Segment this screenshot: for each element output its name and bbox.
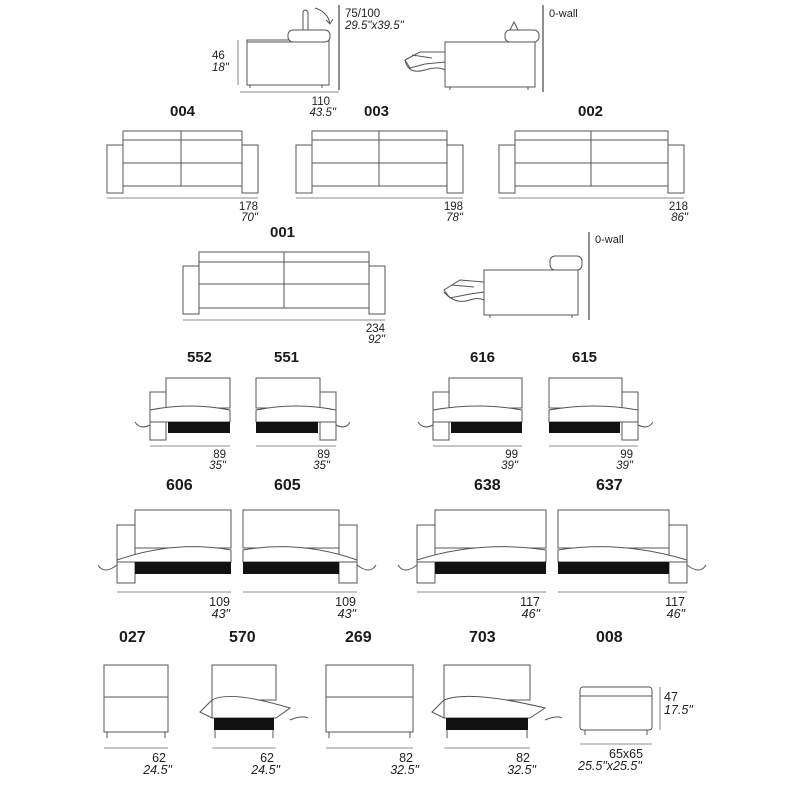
module-606-width-in: 43": [211, 607, 230, 621]
side-depth-in: 43.5": [309, 107, 336, 119]
sofa-004-code: 004: [170, 103, 196, 120]
module-269-width-in: 32.5": [390, 763, 419, 777]
module-552-drawing: [134, 377, 231, 447]
sofa-003-drawing: [295, 130, 464, 199]
sofa-002-width-cm: 218: [668, 201, 688, 213]
sofa-002-width-in: 86": [671, 212, 688, 224]
ottoman-008-drawing: [579, 686, 661, 745]
module-605-width-in: 43": [337, 607, 356, 621]
sofa-003-width-in: 78": [446, 212, 463, 224]
module-637-code: 637: [596, 477, 623, 494]
module-570-drawing: [199, 664, 309, 749]
side-view-reclined-2: [443, 232, 590, 320]
module-552-width-cm: 89: [213, 449, 226, 461]
module-615-drawing: [548, 377, 654, 447]
sofa-002-code: 002: [578, 103, 604, 120]
ottoman-008-code: 008: [596, 629, 623, 646]
module-615-width-cm: 99: [620, 449, 633, 461]
module-551-width-cm: 89: [317, 449, 330, 461]
sofa-001-code: 001: [270, 224, 296, 241]
module-269-code: 269: [345, 629, 372, 646]
module-552-width-in: 35": [209, 460, 226, 472]
ottoman-size-in: 25.5"x25.5": [578, 759, 642, 773]
module-616-code: 616: [470, 349, 496, 366]
ottoman-size-cm: 65x65: [609, 747, 644, 761]
module-638-code: 638: [474, 477, 501, 494]
sofa-003-code: 003: [364, 103, 390, 120]
module-551-width-in: 35": [313, 460, 330, 472]
sofa-001-drawing: [182, 251, 386, 321]
module-703-width-in: 32.5": [507, 763, 536, 777]
module-637-drawing: [557, 509, 707, 593]
module-027-width-in: 24.5": [143, 763, 172, 777]
module-615-code: 615: [572, 349, 598, 366]
module-703-drawing: [431, 664, 563, 749]
sofa-001-width-cm: 234: [365, 323, 385, 335]
module-638-width-cm: 117: [520, 595, 540, 609]
module-615-width-in: 39": [616, 460, 633, 472]
side-recline-in: 29.5"x39.5": [345, 20, 404, 32]
module-703-width-cm: 82: [516, 751, 530, 765]
module-027-width-cm: 62: [152, 751, 166, 765]
module-551-code: 551: [274, 349, 300, 366]
side-view-reclined: [404, 5, 544, 92]
module-637-width-in: 46": [666, 607, 685, 621]
module-606-width-cm: 109: [209, 595, 230, 609]
module-027-drawing: [103, 664, 169, 749]
side-view-upright: [237, 5, 340, 93]
wall-label: 0-wall: [549, 8, 578, 20]
sofa-004-width-cm: 178: [238, 201, 258, 213]
module-570-width-cm: 62: [260, 751, 274, 765]
module-269-width-cm: 82: [399, 751, 413, 765]
module-551-drawing: [255, 377, 351, 447]
module-605-drawing: [242, 509, 377, 593]
module-027-code: 027: [119, 629, 146, 646]
module-638-width-in: 46": [521, 607, 540, 621]
module-552-code: 552: [187, 349, 213, 366]
module-606-code: 606: [166, 477, 193, 494]
module-703-code: 703: [469, 629, 496, 646]
sofa-002-drawing: [498, 130, 685, 199]
side-recline-cm: 75/100: [345, 8, 381, 20]
module-637-width-cm: 117: [665, 595, 685, 609]
module-605-code: 605: [274, 477, 301, 494]
sofa-004-drawing: [106, 130, 259, 199]
sofa-004-width-in: 70": [241, 212, 258, 224]
module-570-code: 570: [229, 629, 256, 646]
ottoman-height-in: 17.5": [664, 703, 693, 717]
module-616-drawing: [417, 377, 523, 447]
module-605-width-cm: 109: [335, 595, 356, 609]
module-570-width-in: 24.5": [251, 763, 280, 777]
module-616-width-in: 39": [501, 460, 518, 472]
sofa-001-width-in: 92": [368, 334, 385, 346]
sofa-003-width-cm: 198: [443, 201, 463, 213]
module-616-width-cm: 99: [505, 449, 518, 461]
side-depth-cm: 110: [311, 96, 330, 108]
side-height-in: 18": [212, 62, 229, 74]
wall-label-2: 0-wall: [595, 234, 624, 246]
module-638-drawing: [397, 509, 547, 593]
module-606-drawing: [97, 509, 232, 593]
module-269-drawing: [325, 664, 414, 749]
ottoman-height-cm: 47: [664, 690, 678, 704]
side-height-cm: 46: [212, 50, 225, 62]
